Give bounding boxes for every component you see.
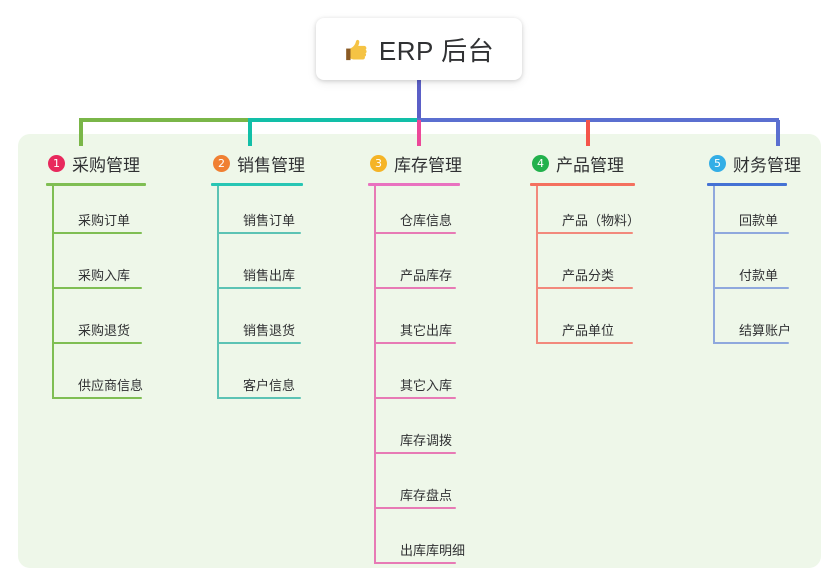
leaf-item-label: 采购订单 bbox=[78, 213, 131, 228]
leaf-item[interactable]: 产品分类 bbox=[536, 263, 633, 289]
leaf-item-rule bbox=[536, 287, 633, 289]
leaf-item-label: 产品分类 bbox=[562, 268, 615, 283]
column-3: 3 库存管理 bbox=[368, 150, 462, 186]
root-title: ERP 后台 bbox=[344, 31, 494, 68]
leaf-item-rule bbox=[52, 287, 142, 289]
column-spine-1 bbox=[52, 186, 54, 399]
column-title: 销售管理 bbox=[237, 155, 305, 175]
root-node[interactable]: ERP 后台 bbox=[316, 18, 522, 80]
column-header-rule bbox=[707, 183, 787, 186]
leaf-item-rule bbox=[536, 232, 633, 234]
column-5: 5 财务管理 bbox=[707, 150, 801, 186]
leaf-item-rule bbox=[374, 452, 456, 454]
column-spine-2 bbox=[217, 186, 219, 399]
leaf-item-label: 产品（物料） bbox=[562, 213, 641, 228]
leaf-item-rule bbox=[374, 287, 456, 289]
leaf-item[interactable]: 其它入库 bbox=[374, 373, 456, 399]
column-badge-2-icon: 2 bbox=[213, 154, 230, 172]
column-badge-4-icon: 4 bbox=[532, 154, 549, 172]
leaf-item[interactable]: 付款单 bbox=[713, 263, 789, 289]
column-2: 2 销售管理 bbox=[211, 150, 305, 186]
leaf-item-rule bbox=[52, 232, 142, 234]
leaf-item[interactable]: 客户信息 bbox=[217, 373, 301, 399]
leaf-item-rule bbox=[52, 397, 142, 399]
leaf-item-label: 仓库信息 bbox=[400, 213, 453, 228]
leaf-item[interactable]: 供应商信息 bbox=[52, 373, 144, 399]
column-header-rule bbox=[530, 183, 635, 186]
leaf-item-rule bbox=[374, 342, 456, 344]
leaf-item[interactable]: 销售出库 bbox=[217, 263, 301, 289]
leaf-item-label: 产品库存 bbox=[400, 268, 453, 283]
leaf-item-rule bbox=[374, 562, 456, 564]
leaf-item[interactable]: 其它出库 bbox=[374, 318, 456, 344]
column-header-5[interactable]: 5 财务管理 bbox=[707, 150, 801, 176]
leaf-item[interactable]: 采购订单 bbox=[52, 208, 142, 234]
column-badge-3-icon: 3 bbox=[370, 154, 387, 172]
leaf-item-rule bbox=[374, 232, 456, 234]
leaf-item-rule bbox=[217, 287, 301, 289]
column-4: 4 产品管理 bbox=[530, 150, 635, 186]
leaf-item-rule bbox=[217, 342, 301, 344]
leaf-item[interactable]: 采购退货 bbox=[52, 318, 142, 344]
leaf-item[interactable]: 产品库存 bbox=[374, 263, 456, 289]
leaf-item-label: 库存盘点 bbox=[400, 488, 453, 503]
leaf-item-rule bbox=[713, 287, 789, 289]
column-header-3[interactable]: 3 库存管理 bbox=[368, 150, 462, 176]
leaf-item-label: 其它出库 bbox=[400, 323, 453, 338]
leaf-item[interactable]: 回款单 bbox=[713, 208, 789, 234]
leaf-item-label: 库存调拨 bbox=[400, 433, 453, 448]
leaf-item[interactable]: 采购入库 bbox=[52, 263, 142, 289]
leaf-item-label: 其它入库 bbox=[400, 378, 453, 393]
column-spine-4 bbox=[536, 186, 538, 344]
leaf-item-rule bbox=[713, 342, 789, 344]
column-title: 采购管理 bbox=[72, 155, 140, 175]
leaf-item-label: 出库库明细 bbox=[400, 543, 466, 558]
leaf-item-label: 销售出库 bbox=[243, 268, 296, 283]
leaf-item-label: 采购入库 bbox=[78, 268, 131, 283]
leaf-item[interactable]: 产品单位 bbox=[536, 318, 633, 344]
leaf-item[interactable]: 出库库明细 bbox=[374, 538, 465, 564]
leaf-item[interactable]: 销售退货 bbox=[217, 318, 301, 344]
column-badge-5-icon: 5 bbox=[709, 154, 726, 172]
leaf-item-rule bbox=[217, 397, 301, 399]
column-header-4[interactable]: 4 产品管理 bbox=[530, 150, 635, 176]
leaf-item-label: 回款单 bbox=[739, 213, 779, 228]
leaf-item-label: 销售退货 bbox=[243, 323, 296, 338]
leaf-item[interactable]: 产品（物料） bbox=[536, 208, 640, 234]
leaf-item-label: 供应商信息 bbox=[78, 378, 144, 393]
leaf-item-rule bbox=[52, 342, 142, 344]
leaf-item-label: 销售订单 bbox=[243, 213, 296, 228]
leaf-item-label: 客户信息 bbox=[243, 378, 296, 393]
column-header-1[interactable]: 1 采购管理 bbox=[46, 150, 146, 176]
column-title: 财务管理 bbox=[733, 155, 801, 175]
leaf-item-rule bbox=[217, 232, 301, 234]
leaf-item-rule bbox=[713, 232, 789, 234]
column-badge-1-icon: 1 bbox=[48, 154, 65, 172]
leaf-item-label: 结算账户 bbox=[739, 323, 792, 338]
leaf-item[interactable]: 仓库信息 bbox=[374, 208, 456, 234]
column-spine-5 bbox=[713, 186, 715, 344]
leaf-item-label: 付款单 bbox=[739, 268, 779, 283]
leaf-item-label: 采购退货 bbox=[78, 323, 131, 338]
leaf-item[interactable]: 库存盘点 bbox=[374, 483, 456, 509]
column-title: 产品管理 bbox=[556, 155, 624, 175]
leaf-item[interactable]: 销售订单 bbox=[217, 208, 301, 234]
thumbs-up-icon bbox=[344, 37, 370, 63]
content-panel bbox=[18, 134, 821, 568]
column-header-rule bbox=[46, 183, 146, 186]
column-1: 1 采购管理 bbox=[46, 150, 146, 186]
leaf-item[interactable]: 结算账户 bbox=[713, 318, 792, 344]
column-spine-3 bbox=[374, 186, 376, 564]
leaf-item-rule bbox=[374, 397, 456, 399]
leaf-item[interactable]: 库存调拨 bbox=[374, 428, 456, 454]
column-title: 库存管理 bbox=[394, 155, 462, 175]
column-header-rule bbox=[368, 183, 460, 186]
leaf-item-rule bbox=[374, 507, 456, 509]
column-header-2[interactable]: 2 销售管理 bbox=[211, 150, 305, 176]
column-header-rule bbox=[211, 183, 303, 186]
leaf-item-label: 产品单位 bbox=[562, 323, 615, 338]
root-title-text: ERP 后台 bbox=[378, 35, 495, 66]
leaf-item-rule bbox=[536, 342, 633, 344]
